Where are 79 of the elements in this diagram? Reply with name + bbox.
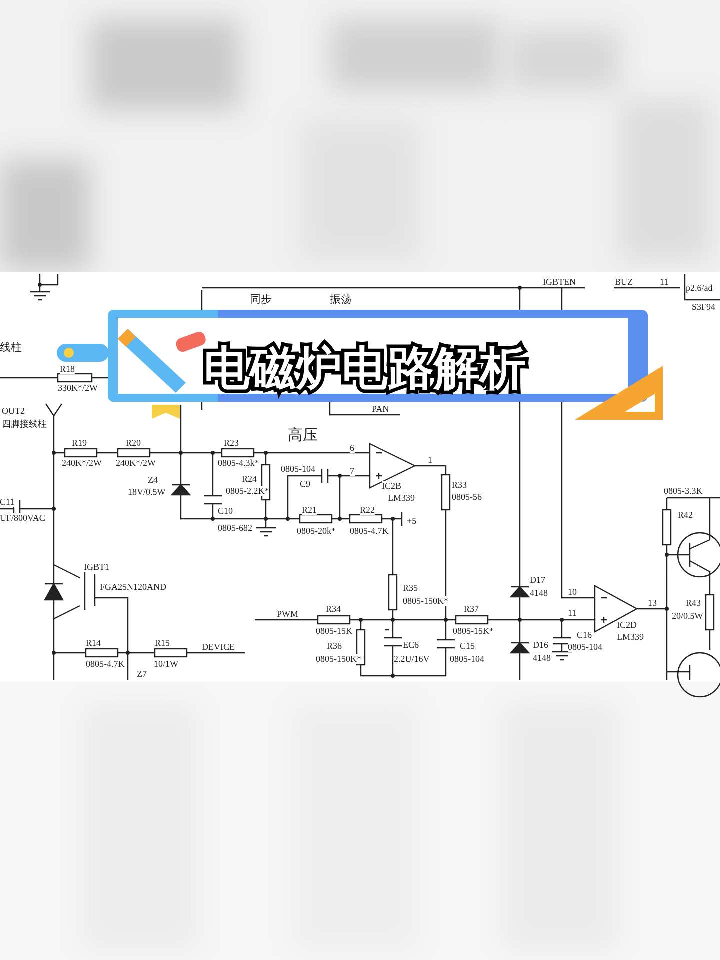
component-label: 1 (428, 455, 432, 465)
component-label: 0805-150K* (316, 654, 362, 664)
component-label: 0805-56 (452, 492, 482, 502)
component-label: LM339 (617, 632, 644, 642)
component-label: 0805-4.7K (86, 659, 125, 669)
component-label: R18 (60, 364, 76, 374)
component-label: 0805-20k* (297, 526, 336, 536)
component-label: 10/1W (154, 659, 178, 669)
component-label: IGBTEN (543, 277, 576, 287)
component-label: 线柱 (0, 342, 22, 354)
component-label: p2.6/ad (686, 283, 713, 293)
component-label: 10 (568, 587, 577, 597)
component-label: 330K*/2W (58, 383, 98, 393)
component-label: 240K*/2W (62, 458, 102, 468)
component-label: C15 (460, 641, 476, 651)
component-label: S3F94 (692, 302, 716, 312)
component-label: 0805-4.3k* (218, 458, 260, 468)
component-label: 振荡 (330, 294, 352, 306)
component-label: R22 (360, 505, 376, 515)
component-label: DEVICE (202, 642, 235, 652)
component-label: 4148 (533, 653, 551, 663)
component-label: R14 (86, 638, 102, 648)
title: 电磁炉电路解析 (165, 340, 565, 396)
component-label: 0805-2.2K* (226, 486, 270, 496)
component-label: OUT2 (2, 406, 25, 416)
component-label: 13 (648, 598, 657, 608)
component-label: R35 (403, 583, 418, 593)
component-label: 2.2U/16V (394, 654, 430, 664)
component-label: R36 (327, 641, 342, 651)
component-label: 7 (350, 466, 354, 476)
component-label: 0805-15K (316, 626, 352, 636)
component-label: C9 (300, 479, 311, 489)
component-label: 高压 (288, 428, 318, 444)
component-label: Z4 (148, 475, 158, 485)
component-label: FGA25N120AND (100, 582, 167, 592)
component-label: 0805-15K* (453, 626, 494, 636)
component-label: R42 (678, 510, 694, 520)
component-label: 18V/0.5W (128, 487, 166, 497)
component-label: PAN (372, 404, 390, 414)
component-label: IGBT1 (84, 562, 110, 572)
component-label: 0805-3.3K (664, 486, 703, 496)
component-label: 0805-104 (281, 464, 316, 474)
component-label: R24 (242, 474, 258, 484)
component-label: BUZ (615, 277, 633, 287)
component-label: R33 (452, 480, 468, 490)
component-label: UF/800VAC (0, 513, 46, 523)
component-label: EC6 (403, 640, 420, 650)
component-label: +5 (407, 516, 417, 526)
component-label: Z7 (137, 669, 147, 679)
component-label: C10 (218, 506, 234, 516)
component-label: 四脚接线柱 (2, 419, 47, 429)
component-label: D17 (530, 575, 546, 585)
component-label: 11 (568, 608, 577, 618)
component-label: IC2D (617, 620, 637, 630)
component-label: 0805-104 (568, 642, 602, 652)
component-label: R37 (464, 604, 480, 614)
component-label: R34 (326, 604, 342, 614)
component-label: 0805-682 (218, 523, 252, 533)
component-label: C16 (577, 630, 592, 640)
component-label: C11 (0, 497, 15, 507)
component-label: LM339 (388, 493, 415, 503)
component-label: D16 (533, 640, 548, 650)
component-label: R43 (686, 598, 702, 608)
component-label: 0805-104 (450, 654, 484, 664)
component-label: R23 (224, 438, 240, 448)
component-label: IC2B (382, 481, 402, 491)
component-label: R19 (72, 438, 88, 448)
component-label: 0805-150K* (403, 596, 448, 606)
component-label: 20/0.5W (672, 611, 704, 621)
component-label: 4148 (530, 588, 548, 598)
component-label: PWM (277, 609, 299, 619)
component-label: 240K*/2W (116, 458, 156, 468)
component-label: 6 (350, 443, 354, 453)
component-label: R21 (302, 505, 318, 515)
component-label: R15 (155, 638, 170, 648)
component-label: 11 (660, 277, 669, 287)
component-label: 0805-4.7K (350, 526, 389, 536)
component-label: 同步 (250, 294, 272, 306)
component-label: R20 (126, 438, 142, 448)
